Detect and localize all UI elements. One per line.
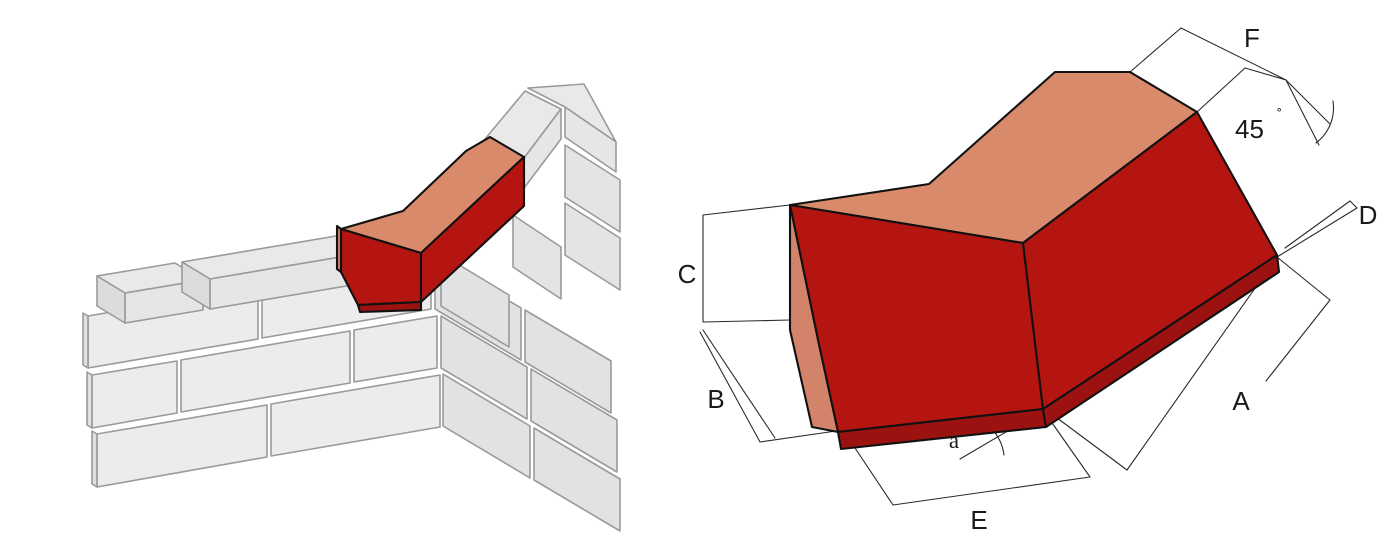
wall-brick (512, 214, 562, 300)
angle-arc-45 (1315, 100, 1335, 144)
wall-brick (180, 330, 351, 413)
brick-bottom-strip-right (1041, 253, 1281, 429)
dimension-label-a: A (1232, 386, 1250, 416)
angled-brick-dimensioned: A B C D E F a 45 ˚ (678, 23, 1378, 535)
dimension-label-b: B (707, 384, 724, 414)
dimension-label-e: E (970, 505, 987, 535)
highlight-brick (335, 135, 526, 314)
wall-brick (440, 253, 510, 348)
dimension-label-d: D (1359, 200, 1378, 230)
dimension-label-c: C (678, 259, 697, 289)
wall-brick (524, 309, 612, 414)
wall-brick (353, 315, 438, 383)
wall-brick (564, 202, 621, 291)
wall-brick-top (527, 83, 617, 173)
wall-brick (91, 404, 268, 488)
wall-brick (270, 374, 441, 457)
wall-brick (530, 368, 618, 473)
dimension-line-e (842, 406, 1091, 506)
wall-brick (564, 144, 621, 233)
wall-brick (86, 360, 178, 429)
angle-leg-45 (1285, 79, 1331, 146)
brick-left-end-face (788, 203, 840, 434)
dimension-line-b (699, 319, 844, 443)
brick-wall-assembly (82, 83, 621, 532)
wall-brick (442, 373, 531, 479)
wall-brick (440, 315, 528, 420)
angle-label-a: a (949, 428, 959, 453)
wall-brick (533, 427, 621, 532)
dimension-line-a (1044, 256, 1331, 471)
dimension-line-f (1129, 27, 1287, 113)
dimension-line-d (1276, 200, 1358, 258)
dimension-line-c (702, 204, 791, 323)
dimension-label-f: F (1244, 23, 1260, 53)
angle-label-45: 45 (1235, 114, 1264, 144)
wall-brick-top (181, 233, 377, 310)
degree-symbol-icon: ˚ (1277, 107, 1282, 124)
